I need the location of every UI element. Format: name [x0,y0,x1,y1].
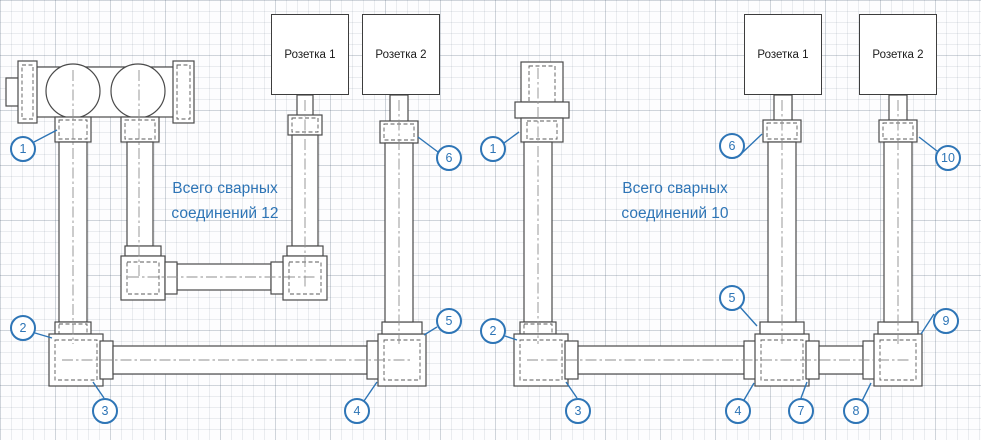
right-callout-7: 7 [788,398,814,424]
right-centerlines [527,68,910,361]
left-socket1-box: Розетка 1 [271,14,349,95]
right-weld-count-note: Всего сварных соединений 10 [590,176,760,226]
left-centerlines [62,70,412,361]
right-bottom-pipe1 [577,345,745,375]
left-bottom-tee [48,321,114,387]
right-bottom-tee [513,321,579,387]
right-callout-8: 8 [843,398,869,424]
left-weld-count-note: Всего сварных соединений 12 [140,176,310,226]
left-callout-1: 1 [10,136,36,162]
left-manifold [5,60,195,143]
right-socket1-box: Розетка 1 [744,14,822,95]
left-callout-5: 5 [436,308,462,334]
left-note-line1: Всего сварных [172,180,278,197]
right-bottom-elbow [862,321,923,387]
callout-leader-lines [33,129,938,402]
right-callout-6: 6 [719,133,745,159]
left-callout-3: 3 [92,398,118,424]
right-callout-3: 3 [565,398,591,424]
left-callout-6: 6 [436,145,462,171]
left-note-line2: соединений 12 [171,205,279,222]
right-middle-tee [743,321,820,387]
right-fixture [514,61,570,143]
right-callout-1: 1 [480,136,506,162]
left-callout-2: 2 [10,315,36,341]
right-socket2-box: Розетка 2 [859,14,937,95]
right-callout-2: 2 [480,318,506,344]
right-callout-4: 4 [725,398,751,424]
right-callout-10: 10 [935,145,961,171]
right-callout-5: 5 [719,285,745,311]
left-socket2-box: Розетка 2 [362,14,440,95]
right-note-line1: Всего сварных [622,180,728,197]
right-callout-9: 9 [933,308,959,334]
right-note-line2: соединений 10 [621,205,729,222]
left-bottom-elbow [366,321,427,387]
left-callout-4: 4 [344,398,370,424]
